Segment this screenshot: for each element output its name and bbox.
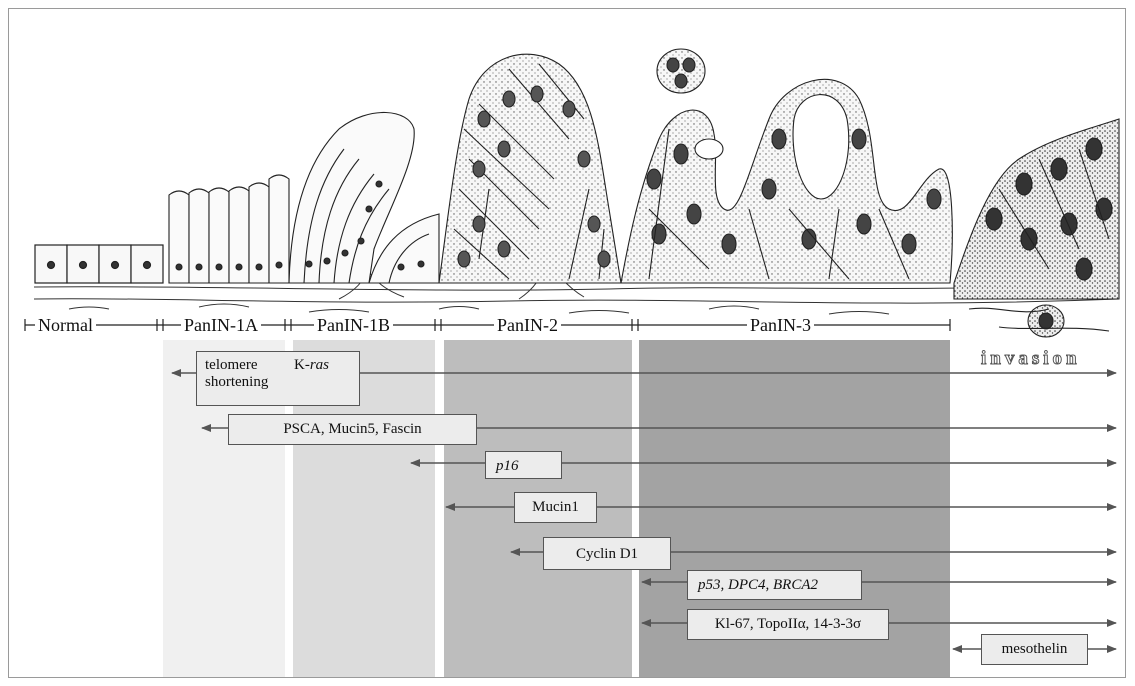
marker-telomere-kras: telomere shortening K-ras <box>196 351 360 406</box>
marker-mesothelin: mesothelin <box>981 634 1088 665</box>
kras-italic: ras <box>310 357 329 373</box>
kras-label: K-ras <box>294 357 329 374</box>
marker-p16: p16 <box>485 451 562 479</box>
telomere-label: telomere shortening <box>205 357 268 391</box>
marker-p53-dpc4-brca2: p53, DPC4, BRCA2 <box>687 570 862 600</box>
telomere-line-1: telomere <box>205 357 257 373</box>
invasive-cells <box>954 119 1119 337</box>
pancreatic-tissue-illustration <box>9 9 1126 678</box>
panin-3-epithelium <box>621 79 952 283</box>
telomere-line-2: shortening <box>205 374 268 390</box>
marker-mucin1: Mucin1 <box>514 492 597 523</box>
panin-1b-epithelium <box>289 112 439 283</box>
stage-label-normal: Normal <box>35 315 96 335</box>
marker-cyclin-d1: Cyclin D1 <box>543 537 671 570</box>
stage-label-panin-2: PanIN-2 <box>494 315 561 335</box>
stage-label-panin-3: PanIN-3 <box>747 315 814 335</box>
floating-cell-cluster <box>657 49 705 93</box>
stage-label-panin-1a: PanIN-1A <box>181 315 261 335</box>
figure-frame: Normal PanIN-1A PanIN-1B PanIN-2 PanIN-3… <box>8 8 1126 678</box>
stage-label-panin-1b: PanIN-1B <box>314 315 393 335</box>
normal-epithelium <box>35 245 163 283</box>
panin-1a-epithelium <box>169 175 289 283</box>
marker-ki67-topoiia-14-3-3: Kl-67, TopoIIα, 14-3-3σ <box>687 609 889 640</box>
marker-psca-mucin5-fascin: PSCA, Mucin5, Fascin <box>228 414 477 445</box>
kras-prefix: K- <box>294 357 310 373</box>
stage-label-invasion: invasion <box>981 348 1081 370</box>
panin-2-epithelium <box>439 54 621 283</box>
